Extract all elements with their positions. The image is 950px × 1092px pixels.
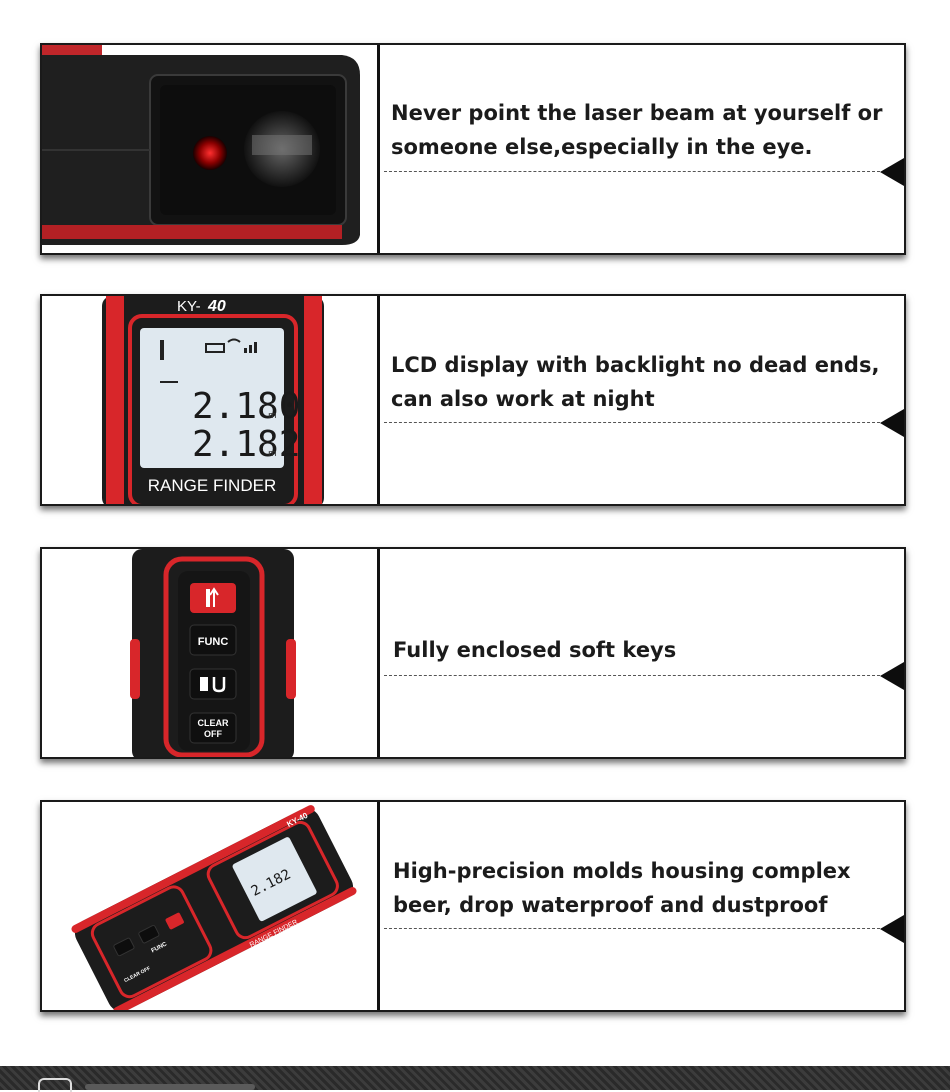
dashed-divider (384, 928, 880, 929)
rangefinder-device-icon: FUNC CLEAR OFF 2.182 RANGE FINDER KY-40 (42, 802, 377, 1010)
pointer-arrow-icon (880, 409, 904, 437)
feature-panel-keys: FUNC CLEAR OFF Fully enclosed soft keys (40, 547, 906, 759)
feature-caption: LCD display with backlight no dead ends,… (391, 353, 880, 411)
lcd-reading-1: 2.180 (192, 386, 300, 427)
feature-panel-lcd: 2.180 2.182 m m RANGE FINDER KY- 40 LCD … (40, 294, 906, 506)
dashed-divider (384, 675, 880, 676)
dashed-divider (384, 171, 880, 172)
clear-key-label: CLEAR (198, 718, 229, 728)
pointer-arrow-icon (880, 662, 904, 690)
laser-lens-icon (42, 45, 377, 253)
feature-caption: High-precision molds housing complex bee… (393, 859, 851, 917)
footer-stripe (85, 1084, 255, 1090)
range-finder-label: RANGE FINDER (148, 476, 276, 495)
func-key-label: FUNC (198, 636, 229, 648)
feature-caption: Fully enclosed soft keys (393, 638, 677, 662)
keypad-icon: FUNC CLEAR OFF (42, 549, 377, 757)
pointer-arrow-icon (880, 915, 904, 943)
lcd-unit-2: m (268, 449, 277, 459)
laser-lens-photo (42, 45, 380, 253)
rangefinder-device-photo: FUNC CLEAR OFF 2.182 RANGE FINDER KY-40 (42, 802, 380, 1010)
lcd-display-photo: 2.180 2.182 m m RANGE FINDER KY- 40 (42, 296, 380, 504)
feature-caption: Never point the laser beam at yourself o… (391, 101, 883, 159)
lcd-reading-2: 2.182 (192, 424, 300, 465)
feature-panel-housing: FUNC CLEAR OFF 2.182 RANGE FINDER KY-40 … (40, 800, 906, 1012)
device-model-number: 40 (207, 298, 226, 315)
lcd-display-icon: 2.180 2.182 m m RANGE FINDER KY- 40 (42, 296, 377, 504)
device-model: KY- (177, 298, 201, 315)
feature-panel-laser: Never point the laser beam at yourself o… (40, 43, 906, 255)
pointer-arrow-icon (880, 158, 904, 186)
lcd-unit-1: m (268, 411, 277, 421)
dashed-divider (384, 422, 880, 423)
footer-logo-icon (38, 1078, 72, 1092)
keypad-photo: FUNC CLEAR OFF (42, 549, 380, 757)
off-key-label: OFF (204, 729, 222, 739)
footer-band (0, 1066, 950, 1092)
